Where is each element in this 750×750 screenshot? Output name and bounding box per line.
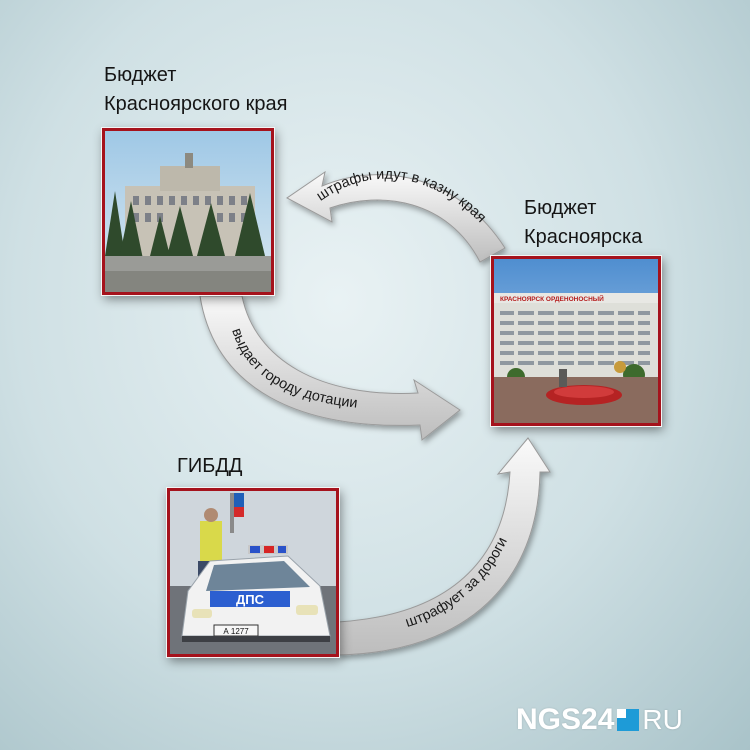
city-building-photo: КРАСНОЯРСК ОРДЕНОНОСНЫЙ: [491, 256, 661, 426]
city-title-line2: Красноярска: [524, 226, 643, 248]
krai-building-photo: [102, 128, 274, 295]
building-sign: КРАСНОЯРСК ОРДЕНОНОСНЫЙ: [500, 294, 604, 303]
logo-main-text: NGS24: [516, 703, 615, 736]
arrow-city-to-krai: [286, 170, 506, 263]
city-title-line1: Бюджет: [524, 197, 597, 219]
police-car-photo: ДПС А 1277: [167, 488, 339, 657]
logo-suffix-text: RU: [642, 704, 683, 735]
logo-square-icon: [617, 709, 640, 731]
krai-budget-title: Бюджет Красноярского края: [104, 61, 287, 119]
krai-title-line2: Красноярского края: [104, 93, 288, 115]
arrow-krai-to-city: [199, 295, 461, 441]
car-dps-label: ДПС: [236, 592, 265, 607]
gibdd-title: ГИБДД: [177, 455, 243, 477]
city-budget-title: Бюджет Красноярска: [524, 194, 642, 252]
ngs24-logo: NGS24 RU: [516, 704, 683, 736]
car-plate: А 1277: [223, 627, 249, 636]
krai-title-line1: Бюджет: [104, 64, 177, 86]
arrow-gibdd-to-city: [337, 437, 551, 656]
